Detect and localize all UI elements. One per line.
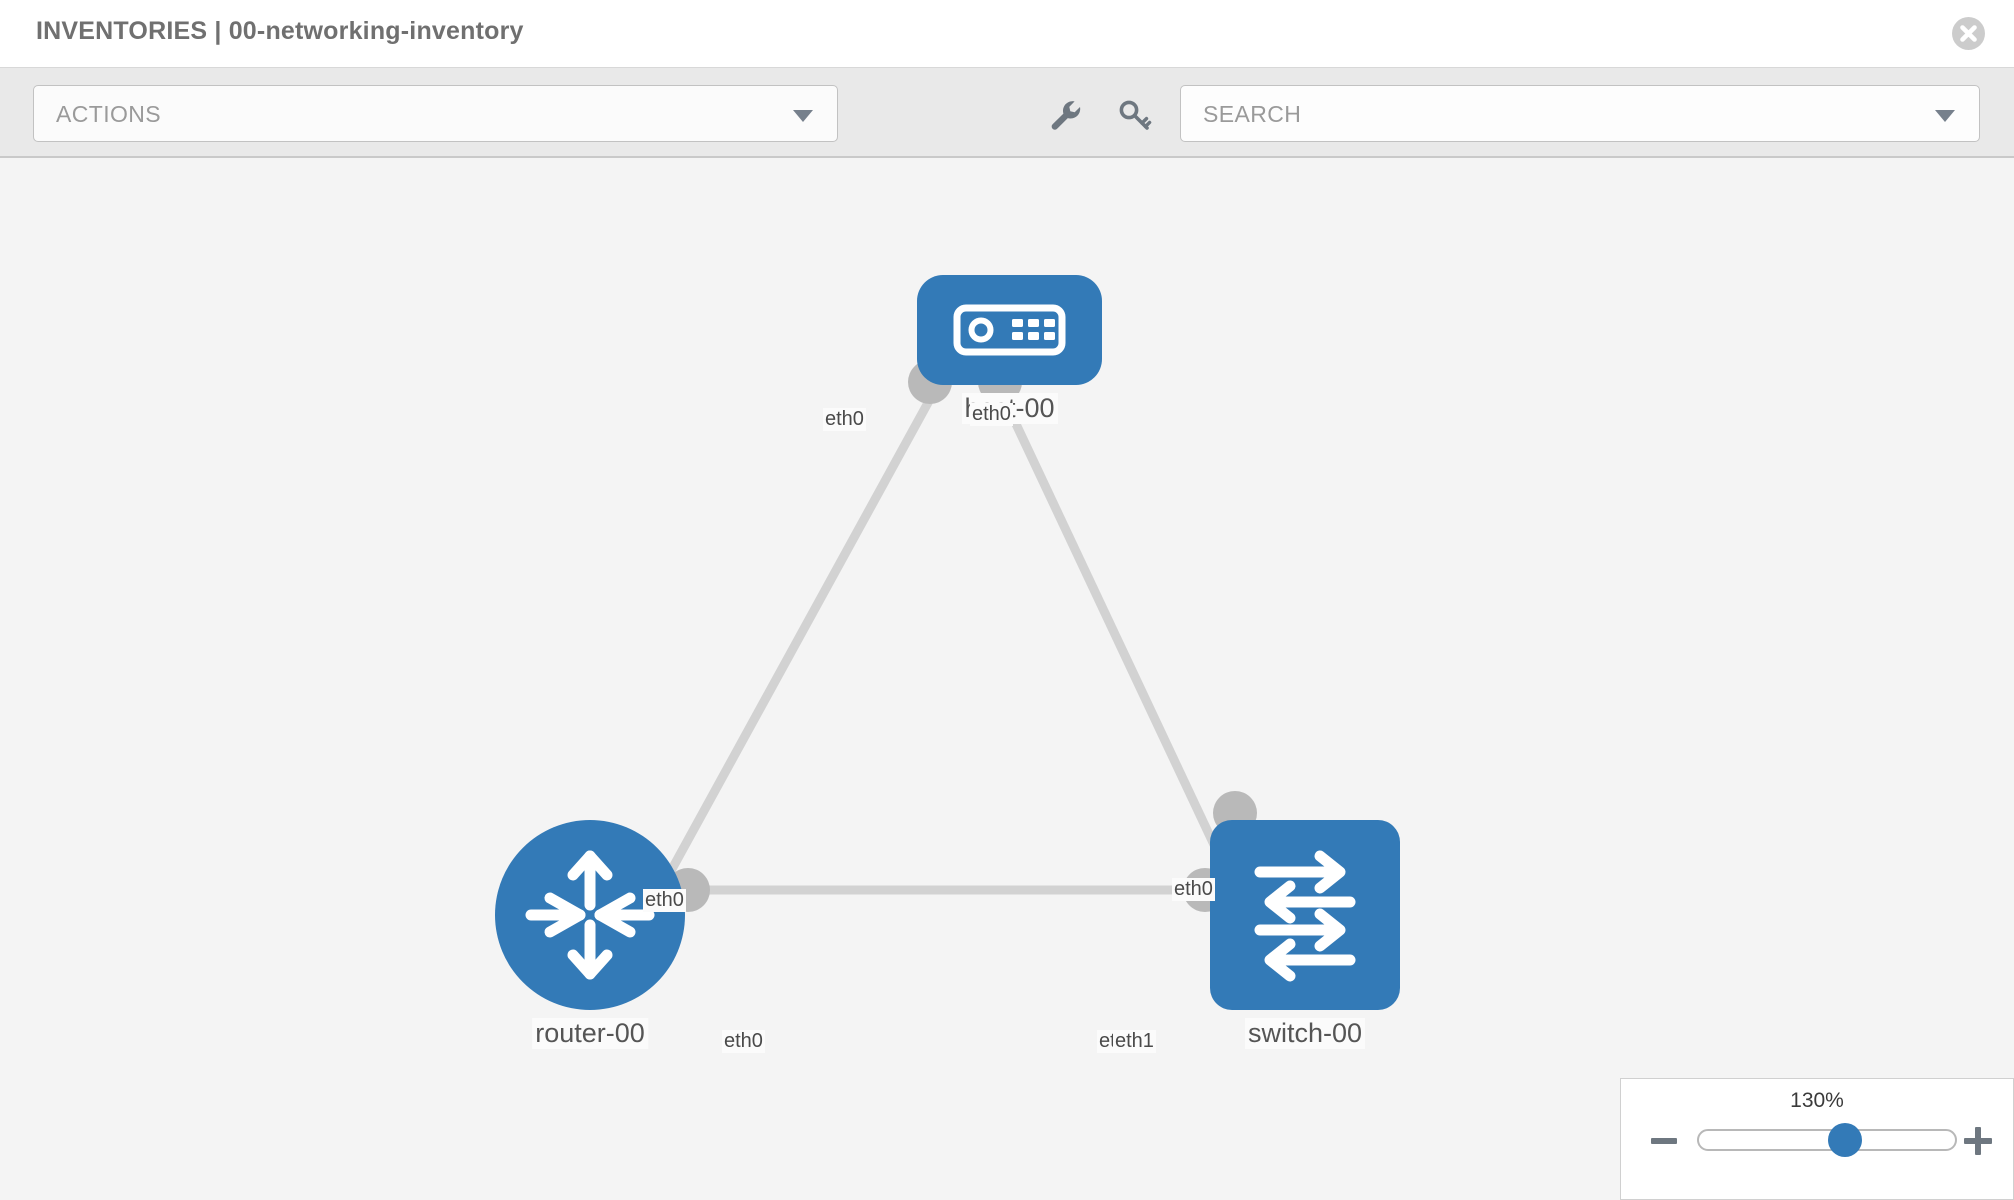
chevron-down-icon[interactable] xyxy=(1935,109,1955,122)
window-header: INVENTORIES | 00-networking-inventory xyxy=(0,0,2014,68)
close-button[interactable] xyxy=(1952,17,1985,50)
actions-dropdown-label: ACTIONS xyxy=(56,101,162,127)
node-host-00[interactable]: host-00 xyxy=(917,275,1102,424)
wrench-icon xyxy=(1051,101,1081,130)
wrench-button[interactable] xyxy=(1046,96,1084,134)
node-router-00-label: router-00 xyxy=(532,1018,648,1049)
topology-canvas[interactable]: host-00 router-00 xyxy=(0,160,2014,1200)
node-switch-00-label: switch-00 xyxy=(1244,1018,1366,1049)
chevron-down-icon xyxy=(793,109,813,122)
node-router-00-shape[interactable] xyxy=(495,820,685,1010)
page-title: INVENTORIES | 00-networking-inventory xyxy=(36,17,524,45)
key-icon xyxy=(1119,100,1152,130)
close-icon xyxy=(1960,25,1977,42)
router-icon xyxy=(525,850,655,980)
edge-label-switch-left-b: eth1 xyxy=(1113,1030,1156,1053)
search-placeholder: SEARCH xyxy=(1203,101,1302,127)
edge-label-host-right: eth0 xyxy=(970,403,1013,426)
actions-dropdown[interactable]: ACTIONS xyxy=(33,85,838,142)
key-button[interactable] xyxy=(1116,96,1154,134)
edge-label-router-up: eth0 xyxy=(643,889,686,912)
edge-label-switch-up: eth0 xyxy=(1172,878,1215,901)
search-input[interactable]: SEARCH xyxy=(1180,85,1980,142)
edge-host-switch[interactable] xyxy=(995,388,1245,902)
zoom-slider-track[interactable] xyxy=(1697,1123,1957,1157)
zoom-in-button[interactable] xyxy=(1961,1124,1995,1158)
node-host-00-shape[interactable] xyxy=(917,275,1102,385)
zoom-control-panel: 130% xyxy=(1620,1078,2014,1200)
node-switch-00[interactable]: switch-00 xyxy=(1210,820,1400,1049)
node-router-00[interactable]: router-00 xyxy=(495,820,685,1049)
edge-label-router-right: eth0 xyxy=(722,1030,765,1053)
node-switch-00-shape[interactable] xyxy=(1210,820,1400,1010)
edge-host-router[interactable] xyxy=(651,387,939,903)
zoom-level-value: 130% xyxy=(1790,1089,1844,1112)
zoom-out-button[interactable] xyxy=(1649,1124,1683,1158)
switch-icon xyxy=(1254,850,1356,982)
server-icon xyxy=(953,304,1066,356)
zoom-slider-thumb[interactable] xyxy=(1827,1123,1862,1157)
edge-label-host-left: eth0 xyxy=(823,408,866,431)
